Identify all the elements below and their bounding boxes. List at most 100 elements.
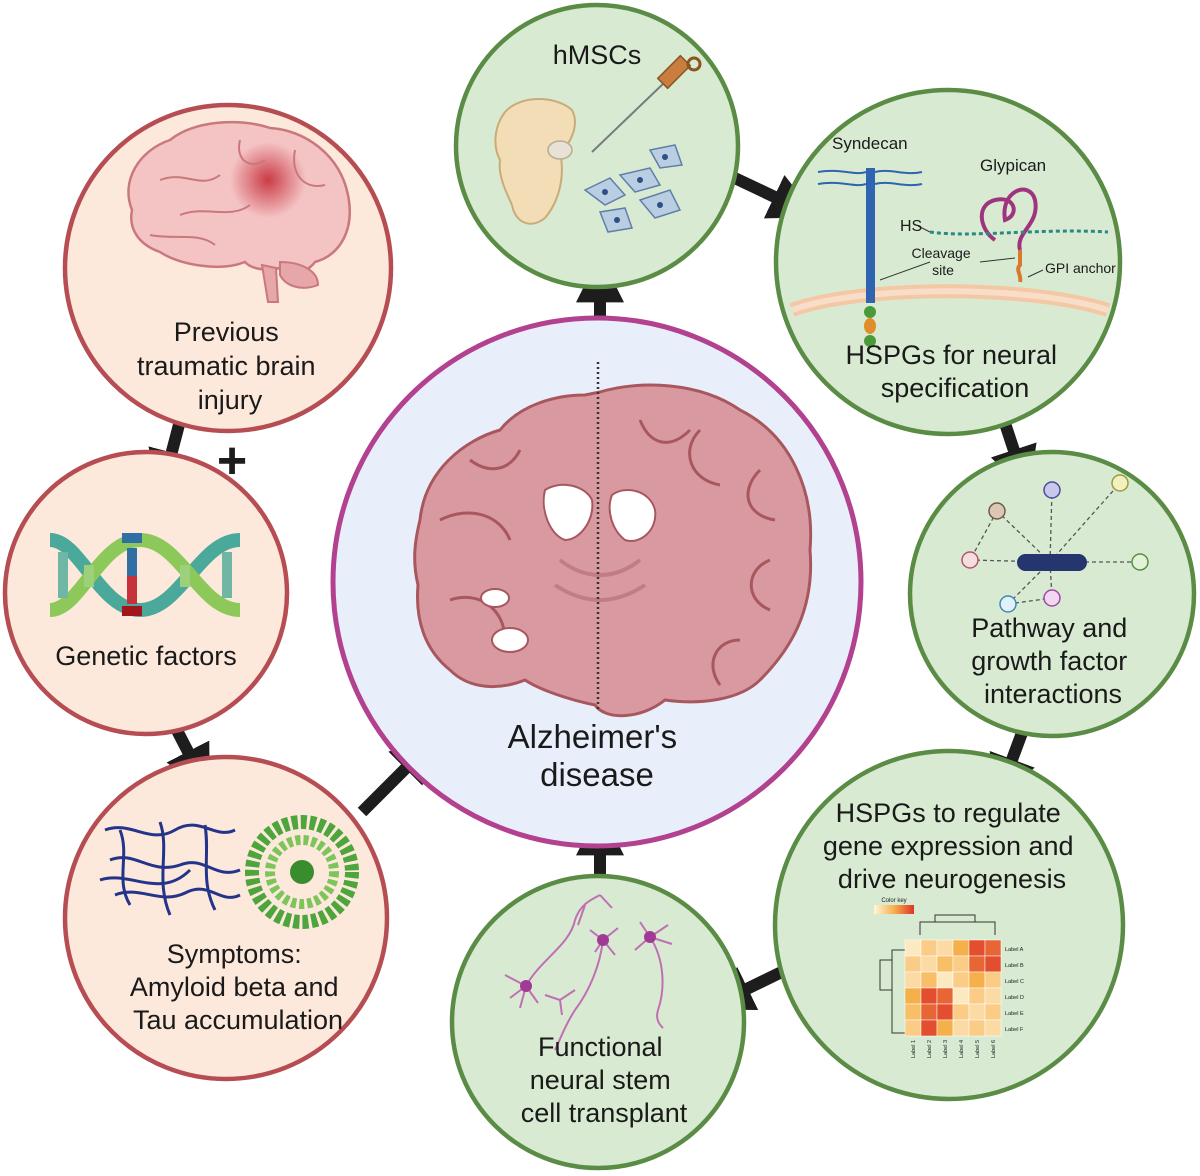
- heatmap-col-label: Label 6: [991, 1040, 997, 1058]
- diagram-label-gpi-anchor: GPI anchor: [1045, 260, 1116, 276]
- node-pathway: Pathway and growth factor interactions: [907, 449, 1197, 739]
- heatmap-cell: [920, 955, 938, 973]
- heatmap-row-labels: Label A Label B Label C Label D Label E Label…: [1005, 947, 1024, 1033]
- node-label: HSPGs for neural specification: [845, 340, 1064, 403]
- heatmap-cells: [904, 939, 1002, 1037]
- heatmap-cell: [904, 987, 922, 1005]
- heatmap-cell: [920, 971, 938, 989]
- node-label: Pathway and growth factor interactions: [971, 613, 1135, 709]
- node-label-line: gene expression and: [823, 831, 1074, 861]
- node-label-line: specification: [881, 373, 1030, 403]
- node-label-line: hMSCs: [553, 40, 642, 70]
- node-label-line: HSPGs for neural: [845, 340, 1057, 370]
- heatmap-cell: [952, 987, 970, 1005]
- heatmap-cell: [904, 1003, 922, 1021]
- heatmap-cell: [936, 987, 954, 1005]
- node-label-line: growth factor: [971, 646, 1127, 676]
- heatmap-cell: [904, 939, 922, 957]
- heatmap-cell: [952, 971, 970, 989]
- node-circle: [2, 449, 290, 737]
- heatmap-row-label: Label B: [1005, 963, 1024, 969]
- diagram-label-syndecan: Syndecan: [832, 134, 908, 153]
- heatmap-cell: [936, 955, 954, 973]
- node-genetic: Genetic factors: [2, 449, 290, 737]
- heatmap-cell: [920, 939, 938, 957]
- center-node-alzheimers: Alzheimer's disease: [330, 315, 864, 849]
- heatmap-cell: [968, 1003, 986, 1021]
- diagram-label-glypican: Glypican: [980, 156, 1046, 175]
- center-title-line: disease: [540, 756, 654, 793]
- heatmap-cell: [904, 955, 922, 973]
- diagram-label-hs: HS: [900, 218, 922, 235]
- heatmap-cell: [920, 1019, 938, 1037]
- heatmap-cell: [984, 987, 1002, 1005]
- node-label-line: neural stem: [530, 1065, 671, 1095]
- heatmap-cell: [904, 1019, 922, 1037]
- node-label: Symptoms: Amyloid beta and Tau accumulat…: [130, 939, 346, 1035]
- node-label-line: Genetic factors: [55, 641, 237, 671]
- node-tbi: Previous traumatic brain injury: [62, 102, 394, 434]
- node-label: Previous traumatic brain injury: [137, 317, 323, 415]
- color-key-bar: [874, 905, 914, 914]
- center-title-line: Alzheimer's: [508, 718, 678, 755]
- heatmap-row-label: Label A: [1005, 947, 1024, 953]
- node-hspg-spec: Syndecan Glypican HS Cleavage site GPI a…: [773, 87, 1123, 437]
- heatmap-cell: [968, 971, 986, 989]
- node-hmscs: hMSCs: [453, 2, 741, 290]
- node-circle: [449, 873, 747, 1171]
- diagram-label-cleavage-line: site: [932, 262, 954, 278]
- node-label-line: Tau accumulation: [133, 1005, 343, 1035]
- node-label: Genetic factors: [55, 641, 237, 671]
- node-label-line: Functional: [538, 1032, 663, 1062]
- heatmap-row-label: Label F: [1005, 1027, 1024, 1033]
- heatmap-cell: [984, 1019, 1002, 1037]
- heatmap-col-label: Label 5: [975, 1040, 981, 1058]
- node-label-line: cell transplant: [521, 1098, 688, 1128]
- node-circle: [772, 748, 1126, 1102]
- node-label: hMSCs: [553, 40, 642, 70]
- heatmap-cell: [952, 1019, 970, 1037]
- heatmap-row-label: Label E: [1005, 1011, 1024, 1017]
- node-label-line: injury: [198, 385, 263, 415]
- heatmap-cell: [936, 1019, 954, 1037]
- heatmap-cell: [984, 1003, 1002, 1021]
- node-label-line: HSPGs to regulate: [836, 798, 1061, 828]
- heatmap-col-label: Label 3: [943, 1040, 949, 1058]
- heatmap-cell: [952, 955, 970, 973]
- heatmap-cell: [920, 1003, 938, 1021]
- network-icon: [961, 474, 1149, 613]
- node-label: HSPGs to regulate gene expression and dr…: [823, 798, 1081, 894]
- heatmap-cell: [984, 955, 1002, 973]
- heatmap-row-label: Label D: [1005, 995, 1024, 1001]
- heatmap-cell: [968, 955, 986, 973]
- node-label-line: interactions: [984, 679, 1122, 709]
- dendrogram: [879, 914, 996, 1034]
- dna-helix-icon: [48, 532, 241, 618]
- bone-marrow-syringe-icon: [494, 54, 702, 233]
- heatmap-cell: [936, 1003, 954, 1021]
- heatmap-cell: [920, 987, 938, 1005]
- heatmap-cell: [936, 971, 954, 989]
- neurons-icon: [504, 894, 673, 1051]
- heatmap-cell: [968, 1019, 986, 1037]
- node-label: Functional neural stem cell transplant: [521, 1032, 688, 1128]
- brain-coronal-icon: [413, 383, 813, 718]
- node-circle: [773, 87, 1123, 437]
- node-label-line: Amyloid beta and: [130, 972, 339, 1002]
- heatmap-row-label: Label C: [1005, 979, 1024, 985]
- syndecan-glypican-icon: [789, 168, 1111, 347]
- node-label-line: Symptoms:: [167, 939, 302, 969]
- amyloid-tau-icon: [99, 815, 359, 929]
- brain-lateral-icon: [127, 120, 351, 303]
- node-regulate: HSPGs to regulate gene expression and dr…: [772, 748, 1126, 1102]
- heatmap-cell: [968, 939, 986, 957]
- node-label-line: Previous: [174, 317, 279, 347]
- heatmap-col-label: Label 1: [911, 1040, 917, 1058]
- node-label-line: Pathway and: [971, 613, 1127, 643]
- heatmap-cell: [952, 1003, 970, 1021]
- diagram-label-cleavage: Cleavage site: [911, 245, 974, 278]
